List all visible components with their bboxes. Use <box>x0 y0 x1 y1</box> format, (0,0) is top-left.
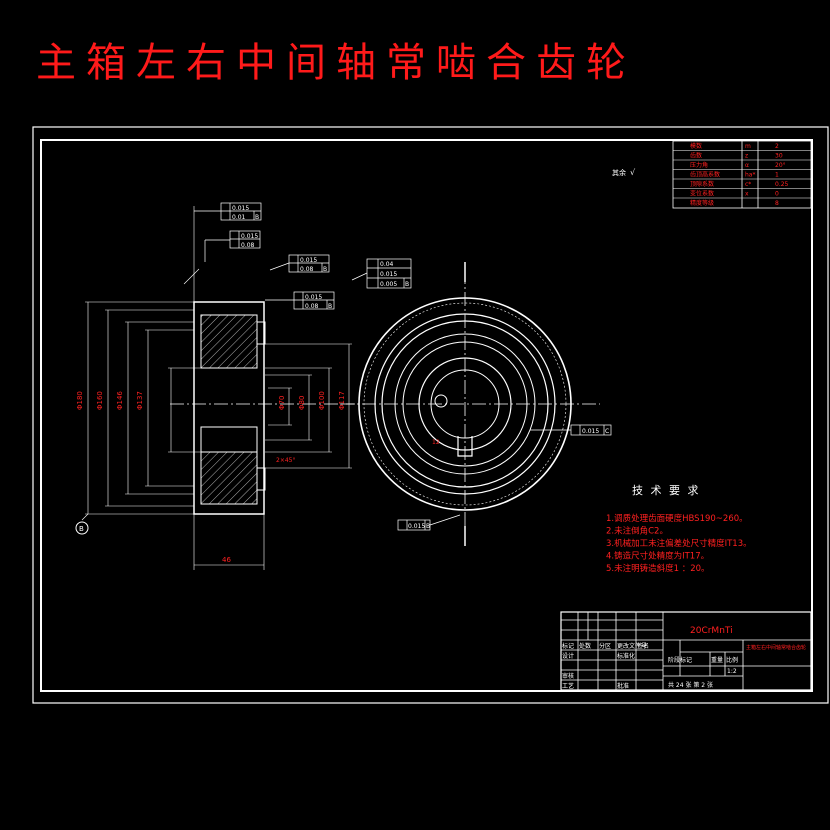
fcf3-ref: B <box>323 266 327 273</box>
fcf4-value2: 0.08 <box>305 303 319 310</box>
tb-label-sign: 签名 <box>637 642 649 650</box>
param-cell: z <box>745 153 748 160</box>
dim-hub-dia: Φ117 <box>338 391 346 410</box>
tech-req-heading: 技 术 要 求 <box>632 484 701 497</box>
param-cell: 齿顶高系数 <box>690 171 720 179</box>
dim-bore-inner: Φ70 <box>278 396 286 410</box>
fcf1-ref: B <box>255 214 259 221</box>
tb-stage: 阶段标记 <box>668 656 692 664</box>
param-cell: m <box>745 143 751 150</box>
param-cell: 8 <box>775 200 779 207</box>
param-cell: x <box>745 191 749 198</box>
datum-marker-circle <box>434 394 448 408</box>
param-cell: 2 <box>775 143 779 150</box>
inner-frame <box>40 139 813 692</box>
dim-recess-dia: Φ100 <box>318 391 326 410</box>
title-block <box>560 611 812 691</box>
tb-label-zone: 分区 <box>599 642 611 650</box>
tech-req-item: 5.未注明铸造斜度1 ：20。 <box>606 563 710 574</box>
material: 20CrMnTi <box>690 626 733 636</box>
param-cell: 变位系数 <box>690 190 714 198</box>
runout-value: 0.015 <box>408 523 425 530</box>
tb-label-change: 更改文件号 <box>617 642 647 650</box>
fcf2-value: 0.015 <box>241 233 258 240</box>
tb-scale: 1:2 <box>727 668 737 675</box>
roughness-symbol: √ <box>630 168 636 177</box>
param-cell: 0.25 <box>775 181 789 188</box>
dim-keyway: 12 <box>432 439 440 446</box>
part-name: 主箱左右中间轴常啮合齿轮 <box>746 644 806 651</box>
runout-ref: B <box>426 523 430 530</box>
outer-frame <box>32 126 829 704</box>
fcf3-value2: 0.08 <box>300 266 314 273</box>
fcf3-value: 0.015 <box>300 257 317 264</box>
tb-designer: 设计 <box>562 652 574 660</box>
section-view: Φ180 Φ160 Φ146 Φ137 Φ117 Φ100 Φ80 Φ70 46… <box>75 206 355 570</box>
tb-label-count: 处数 <box>579 642 591 650</box>
surface-finish-note: 其余 <box>612 168 626 177</box>
param-cell: 压力角 <box>690 161 708 169</box>
tb-weight: 重量 <box>711 656 723 664</box>
dim-tip-dia: Φ160 <box>96 391 104 410</box>
tb-standard: 标准化 <box>617 652 635 660</box>
datum-b-marker <box>75 521 89 535</box>
dim-bore-dia: Φ80 <box>298 396 306 410</box>
param-cell: 齿数 <box>690 152 702 160</box>
tb-scale-label: 比例 <box>726 656 738 664</box>
dim-pitch-dia: Φ146 <box>116 391 124 410</box>
tb-checker: 审核 <box>562 672 574 680</box>
dim-outer-dia: Φ180 <box>76 391 84 410</box>
sym-ref: C <box>605 428 609 435</box>
fcf1-value: 0.015 <box>232 205 249 212</box>
fcf4-value: 0.015 <box>305 294 322 301</box>
param-cell: α <box>745 162 749 169</box>
page-title: 主箱左右中间轴常啮合齿轮 <box>36 40 636 86</box>
param-cell: 模数 <box>690 142 702 150</box>
fcf5-value1: 0.04 <box>380 261 394 268</box>
dim-face-width: 46 <box>222 556 231 564</box>
hatched-upper-section <box>200 314 258 369</box>
dim-chamfer: 2×45° <box>276 457 295 464</box>
fcf4-ref: B <box>328 303 332 310</box>
tb-approve: 批准 <box>617 682 629 690</box>
tech-req-item: 2.未注倒角C2。 <box>606 526 668 537</box>
tb-label-mark: 标记 <box>562 642 574 650</box>
dim-root-dia: Φ137 <box>136 391 144 410</box>
front-view <box>340 262 600 546</box>
param-cell: 20° <box>775 162 786 169</box>
param-cell: 1 <box>775 172 779 179</box>
fcf5-value2: 0.015 <box>380 271 397 278</box>
param-cell: ha* <box>745 172 755 179</box>
fcf5-value3: 0.005 <box>380 281 397 288</box>
param-cell: 0 <box>775 191 779 198</box>
tech-req-item: 4.铸造尺寸处精度为IT17。 <box>606 551 709 562</box>
hatched-lower-section <box>200 451 258 505</box>
fcf5-ref: B <box>405 281 409 288</box>
tech-req-item: 3.机械加工未注偏差处尺寸精度IT13。 <box>606 538 752 549</box>
tech-req-item: 1.调质处理齿面硬度HBS190~260。 <box>606 513 748 524</box>
param-cell: 30 <box>775 153 783 160</box>
tech-req-items: 1.调质处理齿面硬度HBS190~260。 2.未注倒角C2。3.机械加工未注偏差… <box>606 513 752 574</box>
datum-b-label: B <box>79 525 84 533</box>
tb-sheets: 共 24 张 第 2 张 <box>668 681 713 689</box>
param-cell: c* <box>745 181 751 188</box>
fcf-group <box>194 202 612 531</box>
param-table <box>672 140 812 209</box>
fcf2-value2: 0.08 <box>241 242 255 249</box>
tb-process: 工艺 <box>562 682 574 690</box>
fcf1-value2: 0.01 <box>232 214 246 221</box>
param-rows: 模数 m 2 齿数 z 30 压力角 α 20° 齿顶高系数 ha* 1 顶隙系数 c* 0.25 变位系数 x… <box>673 142 811 207</box>
param-cell: 顶隙系数 <box>690 180 714 188</box>
param-cell: 精度等级 <box>690 199 714 207</box>
sym-value: 0.015 <box>582 428 599 435</box>
